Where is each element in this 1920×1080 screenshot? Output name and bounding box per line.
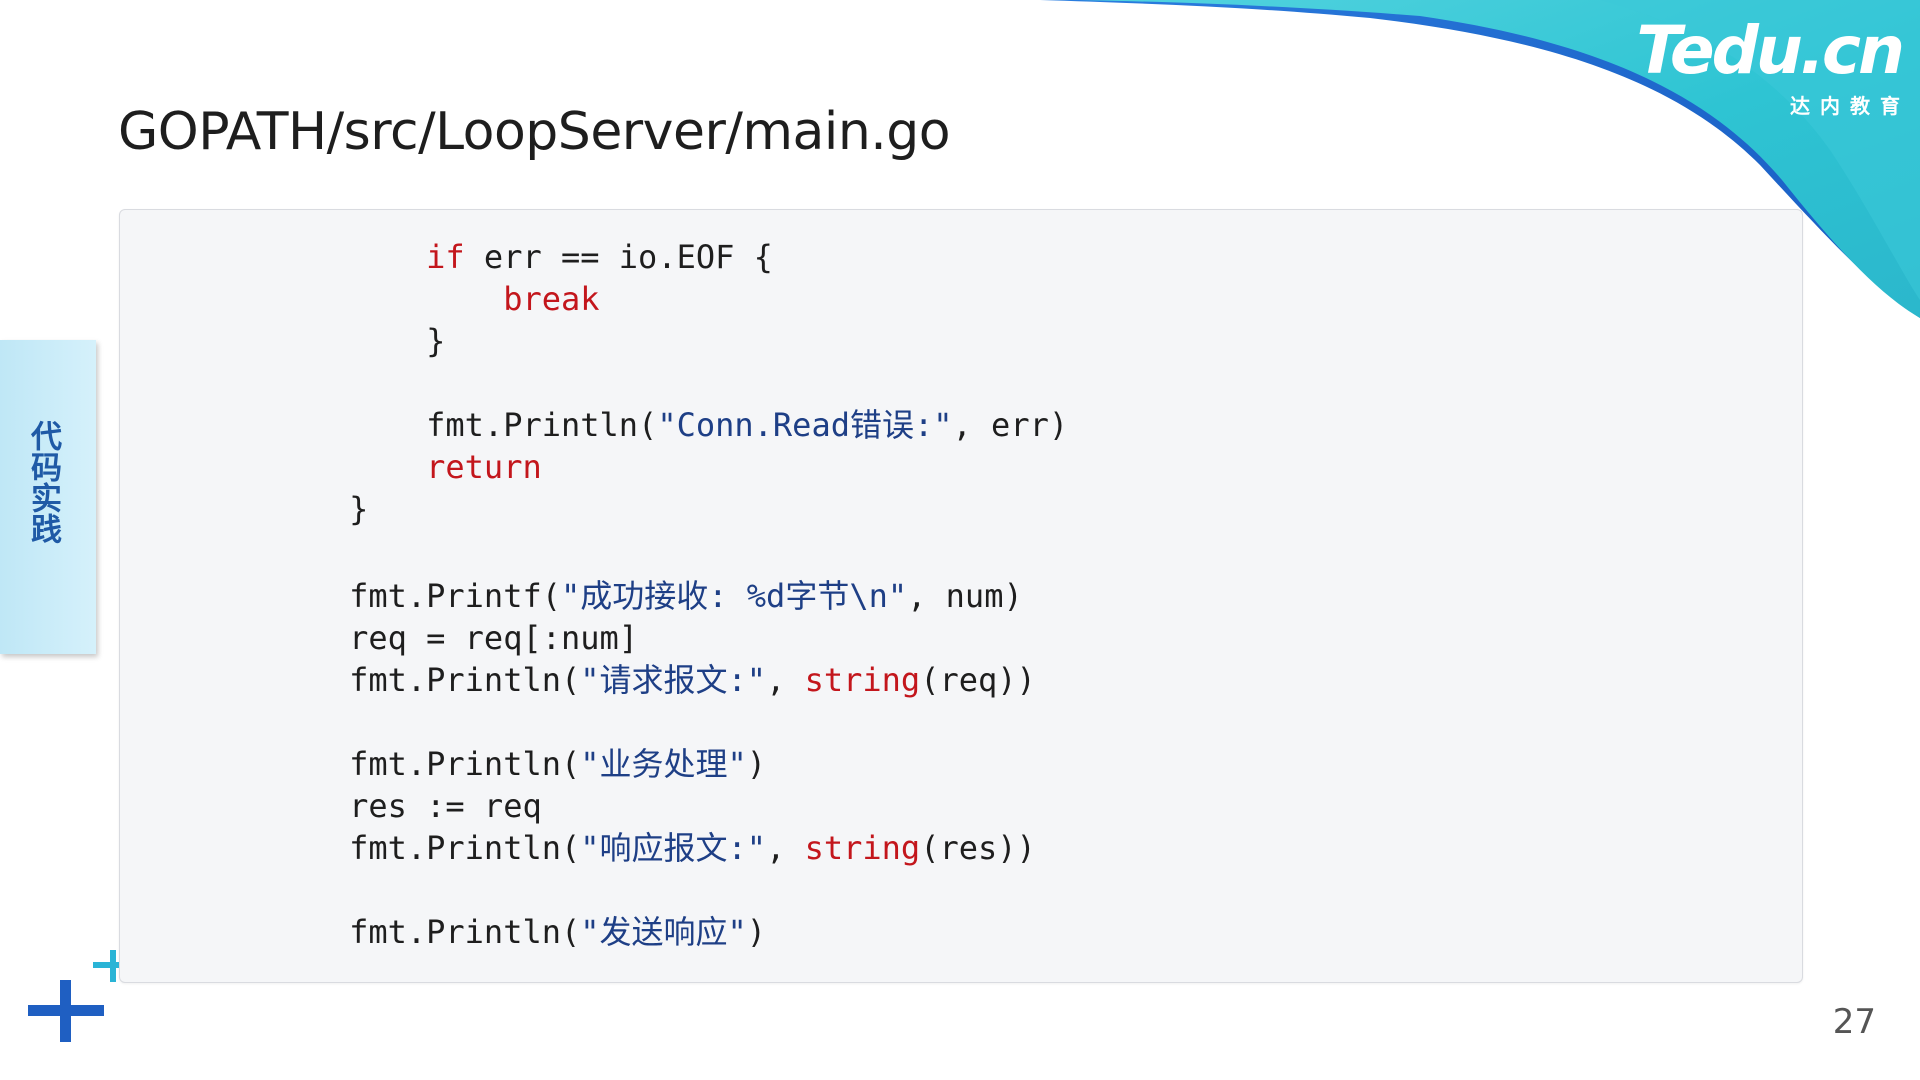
code-text: fmt.Println( xyxy=(272,406,658,444)
code-line: res := req xyxy=(272,786,542,826)
code-keyword: break xyxy=(503,280,600,318)
code-text: , num) xyxy=(907,577,1023,615)
code-keyword: string xyxy=(804,661,921,699)
code-line: fmt.Println("响应报文:", string(res)) xyxy=(272,828,1036,868)
page-title: GOPATH/src/LoopServer/main.go xyxy=(118,102,951,162)
code-string: "业务处理" xyxy=(580,745,747,783)
code-line: } xyxy=(272,489,368,529)
code-line: fmt.Println("发送响应") xyxy=(272,912,766,952)
code-text: res := req xyxy=(272,787,542,825)
code-line: } xyxy=(272,321,445,361)
code-text: , err) xyxy=(952,406,1069,444)
code-text: err == io.EOF { xyxy=(464,238,773,276)
tedu-logo: Tedu.cn 达内教育 xyxy=(1632,12,1905,119)
code-string: "成功接收: %d字节\n" xyxy=(560,577,908,615)
code-string: "发送响应" xyxy=(580,913,747,951)
page-number: 27 xyxy=(1832,1002,1876,1042)
code-text: fmt.Println( xyxy=(272,913,581,951)
code-text: ) xyxy=(746,913,767,951)
code-text xyxy=(272,238,426,276)
code-keyword: return xyxy=(426,448,542,486)
plus-icon xyxy=(28,980,104,1042)
code-line: fmt.Println("请求报文:", string(req)) xyxy=(272,660,1036,700)
header-swoosh-decoration xyxy=(1040,0,1920,318)
code-line: fmt.Printf("成功接收: %d字节\n", num) xyxy=(272,576,1023,616)
code-text: req = req[:num] xyxy=(272,619,639,657)
side-tab: 代码实践 xyxy=(0,340,96,654)
code-text: fmt.Printf( xyxy=(272,577,561,615)
code-line: if err == io.EOF { xyxy=(272,237,773,277)
side-tab-label: 代码实践 xyxy=(25,420,61,544)
code-line: req = req[:num] xyxy=(272,618,638,658)
code-text xyxy=(272,280,503,318)
code-text: ) xyxy=(746,745,767,783)
code-line: fmt.Println("Conn.Read错误:", err) xyxy=(272,405,1068,445)
code-line: fmt.Println("业务处理") xyxy=(272,744,766,784)
code-text: , xyxy=(766,829,805,867)
code-text: } xyxy=(272,490,369,528)
code-text: fmt.Println( xyxy=(272,829,581,867)
code-string: "响应报文:" xyxy=(580,829,767,867)
code-text: } xyxy=(272,322,446,360)
code-text: (res)) xyxy=(920,829,1036,867)
code-string: "请求报文:" xyxy=(580,661,767,699)
small-plus-icon xyxy=(93,950,119,982)
code-text: fmt.Println( xyxy=(272,661,581,699)
code-string: "Conn.Read错误:" xyxy=(657,406,953,444)
code-text: (req)) xyxy=(920,661,1036,699)
logo-brand: Tedu.cn xyxy=(1636,12,1905,89)
code-line: return xyxy=(272,447,542,487)
code-text: , xyxy=(766,661,805,699)
code-keyword: string xyxy=(804,829,921,867)
code-line: break xyxy=(272,279,600,319)
code-keyword: if xyxy=(426,238,465,276)
logo-subtitle: 达内教育 xyxy=(1790,94,1910,118)
code-panel: if err == io.EOF { break } fmt.Println("… xyxy=(119,209,1803,983)
code-text xyxy=(272,448,426,486)
code-text: fmt.Println( xyxy=(272,745,581,783)
